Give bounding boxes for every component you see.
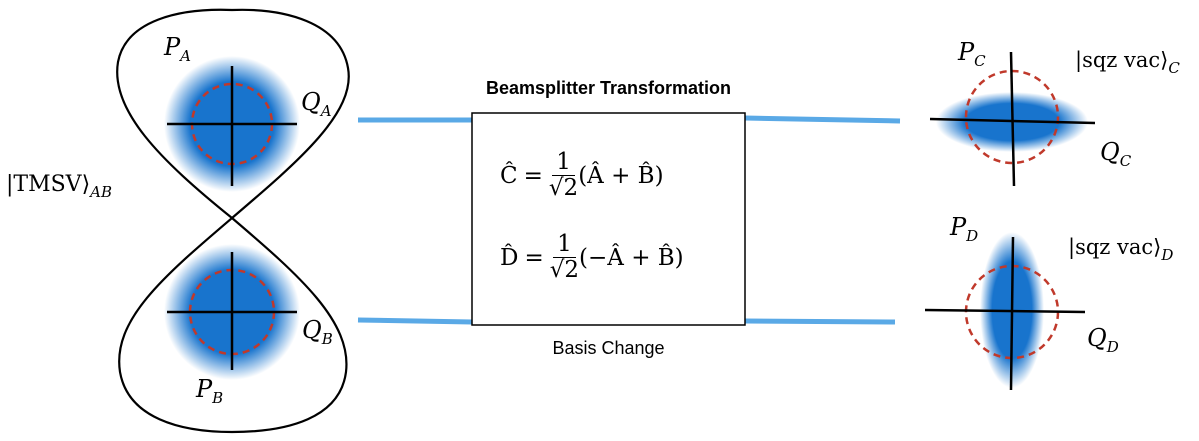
equation-c-fraction: 1 √2 [549, 150, 578, 202]
mode-a-p-label: PA [164, 33, 191, 65]
mode-c-q-label: QC [1100, 138, 1131, 170]
mode-b-q-label: QB [302, 316, 333, 348]
wire-c-out [745, 118, 900, 121]
mode-c-p-label: PC [958, 38, 986, 70]
input-state-label: |TMSV⟩AB [6, 172, 112, 201]
wire-b-in [358, 320, 472, 322]
equation-c: Ĉ = 1 √2 (Â + B̂) [500, 150, 664, 202]
equation-d-rhs: (−Â + B̂) [579, 245, 684, 271]
mode-d-q-axis [925, 310, 1085, 312]
equation-d: D̂ = 1 √2 (−Â + B̂) [500, 232, 684, 284]
box-caption: Basis Change [472, 338, 745, 359]
mode-b-p-label: PB [196, 375, 223, 407]
input-state-text: |TMSV⟩ [6, 172, 90, 197]
beamsplitter-box [472, 113, 745, 325]
mode-c-state-label: |sqz vac⟩C [1075, 48, 1180, 77]
mode-b-phase-space [164, 244, 300, 380]
mode-d-state-label: |sqz vac⟩D [1068, 235, 1173, 264]
equation-c-rhs: (Â + B̂) [578, 163, 663, 189]
mode-c-phase-space [930, 52, 1095, 186]
mode-a-q-label: QA [301, 88, 332, 120]
equation-d-fraction: 1 √2 [550, 232, 579, 284]
mode-d-p-label: PD [950, 213, 978, 245]
equation-c-lhs: Ĉ [500, 163, 518, 189]
mode-d-phase-space [925, 232, 1085, 390]
box-title: Beamsplitter Transformation [472, 78, 745, 99]
equation-d-lhs: D̂ [500, 245, 518, 271]
wire-d-out [745, 321, 895, 322]
mode-a-phase-space [164, 56, 300, 192]
equation-d-equals: = [524, 245, 543, 271]
equation-c-equals: = [524, 163, 543, 189]
input-state-subscript: AB [90, 183, 112, 201]
mode-d-q-label: QD [1087, 324, 1119, 356]
